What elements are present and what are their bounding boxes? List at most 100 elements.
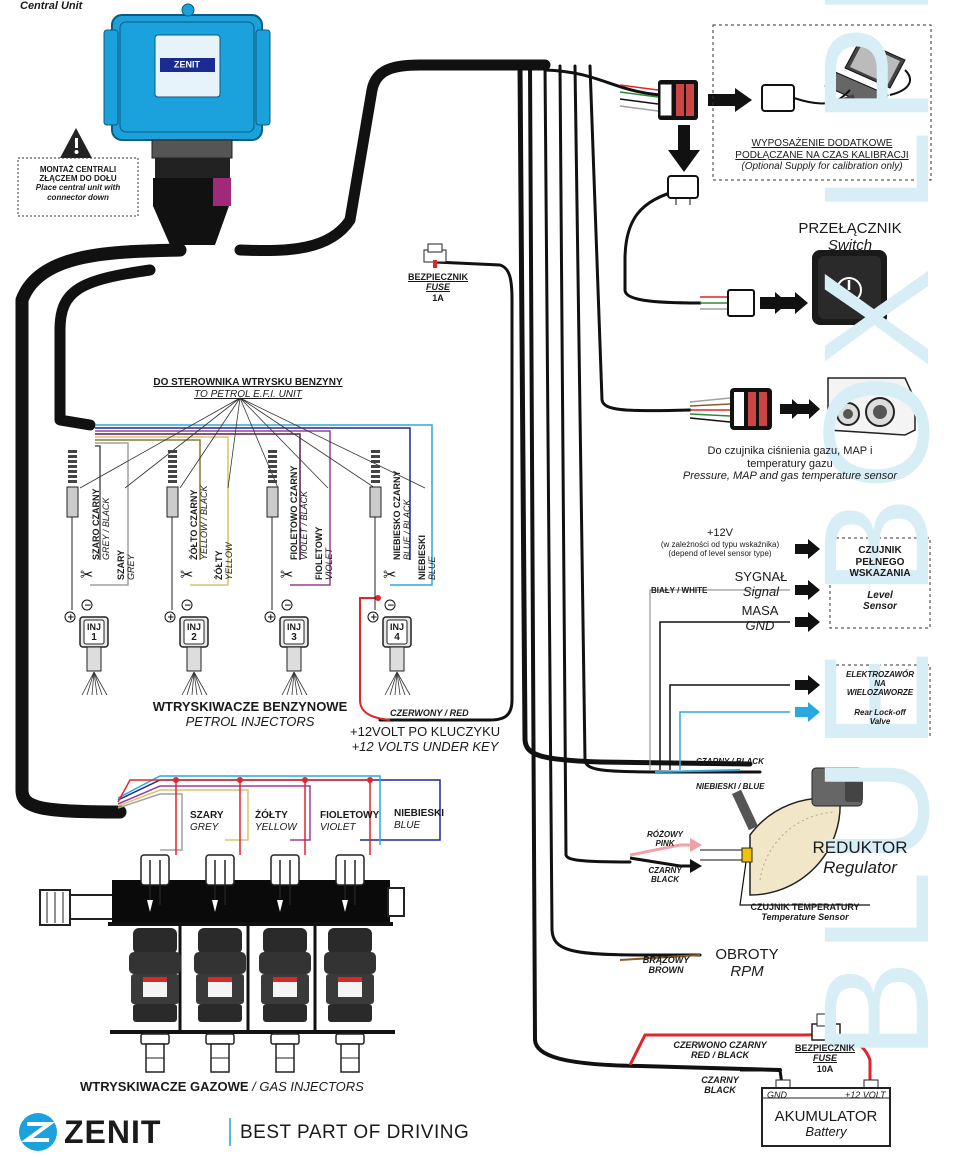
gas-injector xyxy=(324,854,376,1073)
level-sensor-box xyxy=(829,537,931,629)
svg-text:−: − xyxy=(84,601,92,611)
petrol-ecu-pl: DO STEROWNIKA WTRYSKU BENZYNY xyxy=(153,377,343,388)
rpm-pl: OBROTY xyxy=(715,946,779,963)
gas-color-4: NIEBIESKI BLUE xyxy=(394,808,444,831)
fuse-10a-label: BEZPIECZNIK FUSE 10A xyxy=(785,1043,865,1074)
plus12v-note-en: (depend of level sensor type) xyxy=(668,548,772,558)
mount-note-box xyxy=(17,157,139,217)
regulator-device xyxy=(700,767,863,896)
fuse-1a-value: 1A xyxy=(432,292,444,303)
blue-wire-label: NIEBIESKI / BLUE xyxy=(696,782,765,791)
level-sensor-wires xyxy=(649,589,790,773)
petrol-injector: ✂+− xyxy=(64,450,109,696)
mount-note-line3: Place central unit with xyxy=(35,183,121,193)
temp-pl: CZUJNIK TEMPERATURY xyxy=(750,902,860,912)
level-en-2: Sensor xyxy=(863,601,897,612)
white-wire-label: BIAŁY / WHITE xyxy=(651,586,708,595)
arrows-level xyxy=(795,539,820,722)
scissors-icon: ✂ xyxy=(180,565,193,584)
fuse10-value: 10A xyxy=(816,1063,834,1074)
black2-en: BLACK xyxy=(651,875,679,885)
footer-brand: ZENIT xyxy=(64,1114,162,1150)
battery-gnd-label: GND xyxy=(767,1090,787,1100)
pressure-sensor-connector xyxy=(689,388,772,430)
solenoid-box xyxy=(829,664,931,738)
key12v-pl: +12VOLT PO KLUCZYKU xyxy=(350,724,501,739)
ecu-fan-lines xyxy=(79,397,426,489)
pink-en: PINK xyxy=(655,839,675,849)
solenoid-pl-2: NA xyxy=(874,679,886,689)
battery-en: Battery xyxy=(805,1124,847,1140)
fuse-1a-title: BEZPIECZNIK xyxy=(407,272,468,282)
key12v-label: +12VOLT PO KLUCZYKU +12 VOLTS UNDER KEY xyxy=(350,724,501,755)
fuse-1a-icon xyxy=(423,243,447,268)
petrol-injector: ✂+− xyxy=(264,450,309,696)
black2-pl: CZARNY xyxy=(648,866,682,875)
gas-injector-group xyxy=(129,854,376,1073)
gas-injector xyxy=(259,854,311,1073)
pressure-pl-1: Do czujnika ciśnienia gazu, MAP i xyxy=(707,445,873,457)
red-wire-label: CZERWONY / RED xyxy=(390,708,469,718)
pink-wire-label: RÓŻOWY PINK xyxy=(640,830,690,848)
pink-pl: RÓŻOWY xyxy=(647,830,683,839)
key12v-en: +12 VOLTS UNDER KEY xyxy=(351,738,499,754)
petrol-signal-wires xyxy=(90,424,433,721)
black3-pl: CZARNY xyxy=(701,1075,739,1085)
gas-color-4-pl: NIEBIESKI xyxy=(394,808,445,819)
mount-note-line1: MONTAŻ CENTRALI xyxy=(39,165,117,174)
scissors-icon: ✂ xyxy=(383,565,396,584)
temp-sensor-label: CZUJNIK TEMPERATURY Temperature Sensor xyxy=(740,902,870,923)
battery-device xyxy=(761,1079,891,1147)
fuse10-en: FUSE xyxy=(812,1053,837,1064)
zenit-logo xyxy=(19,1113,57,1151)
temp-en: Temperature Sensor xyxy=(761,912,849,923)
gas-color-2: ŻÓŁTY YELLOW xyxy=(255,810,297,833)
gas-injector xyxy=(194,854,246,1073)
pressure-sensor-device xyxy=(827,377,916,436)
solenoid-pl-3: WIELOZAWORZE xyxy=(846,688,914,698)
gas-color-2-pl: ŻÓŁTY xyxy=(255,810,288,821)
gas-color-4-en: BLUE xyxy=(394,819,421,831)
gas-inj-pl: WTRYSKIWACZE GAZOWE xyxy=(80,1079,249,1094)
black2-wire-label: CZARNY BLACK xyxy=(640,866,690,884)
svg-text:−: − xyxy=(184,601,192,611)
calib-pl-1: WYPOSAŻENIE DODATKOWE xyxy=(751,138,893,149)
arrow-right-icon xyxy=(708,88,752,112)
brown-wire-label: BRĄZOWY BROWN xyxy=(636,955,696,976)
gas-inj-en: / GAS INJECTORS xyxy=(248,1079,364,1094)
gas-wire-junctions xyxy=(173,777,373,783)
mount-note: MONTAŻ CENTRALI ZŁĄCZEM DO DOŁU Place ce… xyxy=(20,165,136,202)
petrol-inj-pl: WTRYSKIWACZE BENZYNOWE xyxy=(152,699,348,714)
petrol-injector-group: ✂+−✂+−✂+−✂+− xyxy=(64,450,412,696)
gas-color-1-en: GREY xyxy=(190,821,219,833)
svg-text:+: + xyxy=(67,613,75,623)
level-en-1: Level xyxy=(867,589,893,601)
signal-label: SYGNAŁ Signal xyxy=(726,569,796,600)
fuse10-title: BEZPIECZNIK xyxy=(794,1043,855,1053)
gas-color-3: FIOLETOWY VIOLET xyxy=(320,810,379,833)
calibration-box xyxy=(712,24,932,181)
switch-connector xyxy=(700,289,755,317)
fuse-10a-icon xyxy=(811,1013,841,1041)
redblack-pl: CZERWONO CZARNY xyxy=(673,1040,767,1050)
laptop-icon xyxy=(824,39,911,111)
brown-wire xyxy=(619,954,701,961)
arrow-down-icon xyxy=(668,125,700,172)
footer-slogan: BEST PART OF DRIVING xyxy=(240,1122,470,1143)
level-pl-1: CZUJNIK xyxy=(858,545,902,556)
pressure-pl-2: temperatury gazu xyxy=(747,457,833,470)
scissors-icon: ✂ xyxy=(280,565,293,584)
gas-injectors-label: WTRYSKIWACZE GAZOWE / GAS INJECTORS xyxy=(80,1079,364,1095)
black3-wire-label: CZARNY BLACK xyxy=(690,1075,750,1096)
signal-en: Signal xyxy=(742,583,780,599)
solenoid-label: ELEKTROZAWÓR NA WIELOZAWORZE Rear Lock-o… xyxy=(830,670,930,726)
brown-pl: BRĄZOWY xyxy=(642,955,690,965)
